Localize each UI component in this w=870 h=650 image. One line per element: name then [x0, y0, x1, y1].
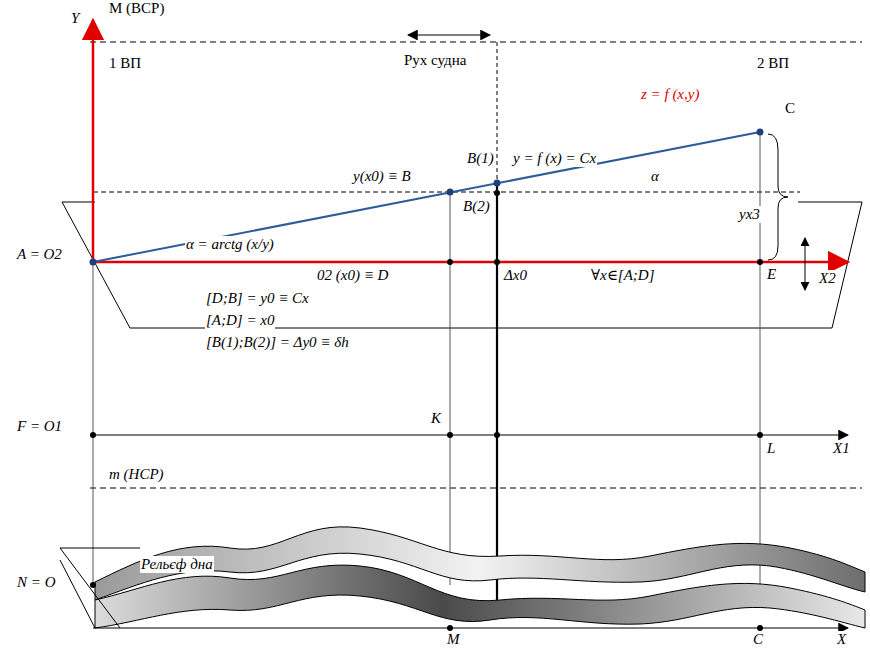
x1-axis — [93, 434, 848, 435]
function-label: y = f (x) = Cx — [512, 150, 597, 167]
relief-label: Рельєф дна — [140, 556, 214, 573]
point-name: E — [766, 266, 777, 283]
post-name: 2 ВП — [756, 55, 790, 72]
seabed-relief — [95, 527, 865, 628]
level-change-arrow — [805, 238, 806, 290]
water-plane — [62, 202, 862, 328]
axis-name: Y — [70, 10, 80, 27]
axis-name: X — [836, 631, 847, 648]
post-name: 1 ВП — [108, 55, 142, 72]
point-name: C — [784, 100, 796, 117]
point-name: B(2) — [462, 198, 491, 215]
points — [90, 129, 764, 266]
height-brace — [768, 134, 788, 260]
low-water-level — [90, 488, 862, 489]
level-name: M (ВСР) — [108, 0, 165, 17]
point-label: y(x0) ≡ B — [352, 168, 412, 185]
level-name: m (НСР) — [108, 466, 165, 483]
bed-plane — [60, 548, 140, 628]
point-name: C — [752, 631, 764, 648]
x2-axis — [93, 261, 848, 264]
axis-name: X1 — [832, 440, 851, 457]
point-name: M — [446, 631, 461, 648]
formula-note: [A;D] = x0 — [205, 312, 275, 329]
origin-label: A = O2 — [16, 246, 63, 263]
x-axis — [93, 627, 848, 628]
axis-name: X2 — [818, 270, 837, 287]
y-axis — [92, 20, 95, 262]
increment-label: Δx0 — [503, 267, 528, 284]
slope-line — [93, 132, 760, 262]
formula-note: [B(1);B(2)] = Δy0 ≡ δh — [205, 334, 350, 351]
high-water-level — [90, 42, 862, 43]
points — [90, 190, 763, 631]
projection-lines — [93, 132, 760, 585]
origin-label: F = O1 — [16, 418, 63, 435]
angle-label: α — [650, 168, 660, 185]
formula-note: [D;B] = y0 ≡ Cx — [205, 290, 310, 307]
point-name: K — [430, 410, 442, 427]
range-label: ∀x∈[A;D] — [590, 267, 655, 284]
dimension-label: yx3 — [738, 206, 761, 223]
point-name: B(1) — [466, 150, 495, 167]
motion-label: Рух судна — [403, 52, 467, 69]
measuring-line — [496, 183, 498, 610]
function-label: z = f (x,y) — [640, 86, 700, 103]
point-label: 02 (x0) ≡ D — [316, 267, 389, 284]
angle-formula: α = arctg (x/y) — [185, 236, 275, 253]
section-line — [497, 42, 498, 182]
point-name: L — [766, 440, 776, 457]
origin-label: N = O — [16, 574, 56, 591]
motion-arrow — [408, 34, 490, 35]
